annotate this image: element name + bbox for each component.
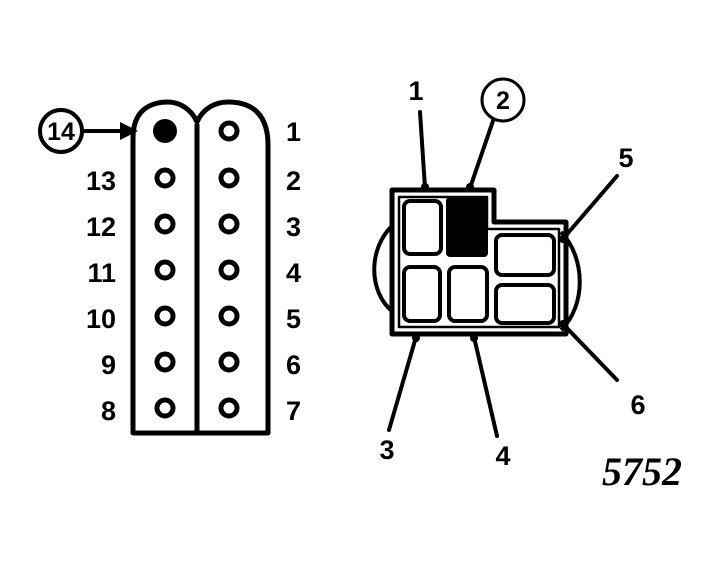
pin-14-filled [153,119,177,143]
right-connector-left-latch [372,223,395,314]
terminal-1-leader [418,110,427,190]
pin-9 [154,351,176,373]
pin-label-13: 13 [86,166,116,196]
terminal-2-cavity-filled [446,197,488,257]
pin-label-3: 3 [286,212,301,242]
pin-8 [154,397,176,419]
pin-14-arrowhead [120,122,138,140]
figure-number: 5752 [602,449,682,494]
terminal-2-label: 2 [496,87,510,115]
left-column-pins [154,167,176,419]
pin-label-4: 4 [286,258,301,288]
terminal-3-cavity [402,265,442,323]
pin-4 [218,259,240,281]
pin-12 [154,213,176,235]
pin-11 [154,259,176,281]
terminal-5-cavity [494,233,556,277]
terminal-label-4: 4 [495,441,510,471]
pin-label-7: 7 [286,396,301,426]
right-connector-inner-wall [397,195,561,329]
pin-3 [218,213,240,235]
pin-7 [218,397,240,419]
right-column-labels: 1 2 3 4 5 6 7 [286,117,301,426]
terminal-label-3: 3 [379,435,394,465]
pin-label-8: 8 [101,396,116,426]
left-connector-housing [130,99,271,436]
terminal-leader-tips [412,183,567,342]
terminal-5-leader [560,174,619,242]
terminal-2-leader-tip [466,183,474,191]
pin-label-12: 12 [86,212,116,242]
pin-label-2: 2 [286,166,301,196]
terminal-4-leader-tip [470,334,478,342]
terminal-1-cavity [402,199,443,256]
pin-label-6: 6 [286,350,301,380]
pin-label-10: 10 [86,304,116,334]
terminal-1-leader-tip [421,183,429,191]
terminal-2-callout-circle [480,77,526,123]
terminal-6-leader-tip [559,320,567,328]
pin-label-9: 9 [101,350,116,380]
pin-label-11: 11 [87,258,116,288]
terminal-6-cavity [494,283,556,325]
pin-10 [154,305,176,327]
terminal-4-leader [472,335,499,438]
left-column-labels: 13 12 11 10 9 8 [86,166,116,426]
terminal-label-1: 1 [408,76,423,106]
pin-1 [218,120,240,142]
pin-13 [154,167,176,189]
right-connector-housing [389,187,569,337]
pin-5 [218,305,240,327]
pin-label-1: 1 [286,117,301,147]
terminal-2-leader [468,116,496,190]
terminal-label-5: 5 [618,143,633,173]
terminal-3-leader-tip [412,334,420,342]
terminal-label-6: 6 [630,390,645,420]
terminal-4-cavity [447,265,489,323]
terminal-leader-lines [387,110,619,438]
pin-2 [218,167,240,189]
terminal-3-leader [387,335,418,432]
pin-label-5: 5 [286,304,301,334]
right-column-pins [218,120,240,419]
pin-6 [218,351,240,373]
terminal-6-leader [560,321,619,382]
right-connector: 2 1 3 4 5 6 [372,76,646,471]
left-connector: 14 1 2 3 4 5 6 [38,99,301,436]
terminal-5-leader-tip [559,235,567,243]
pin-14-label: 14 [47,118,75,146]
